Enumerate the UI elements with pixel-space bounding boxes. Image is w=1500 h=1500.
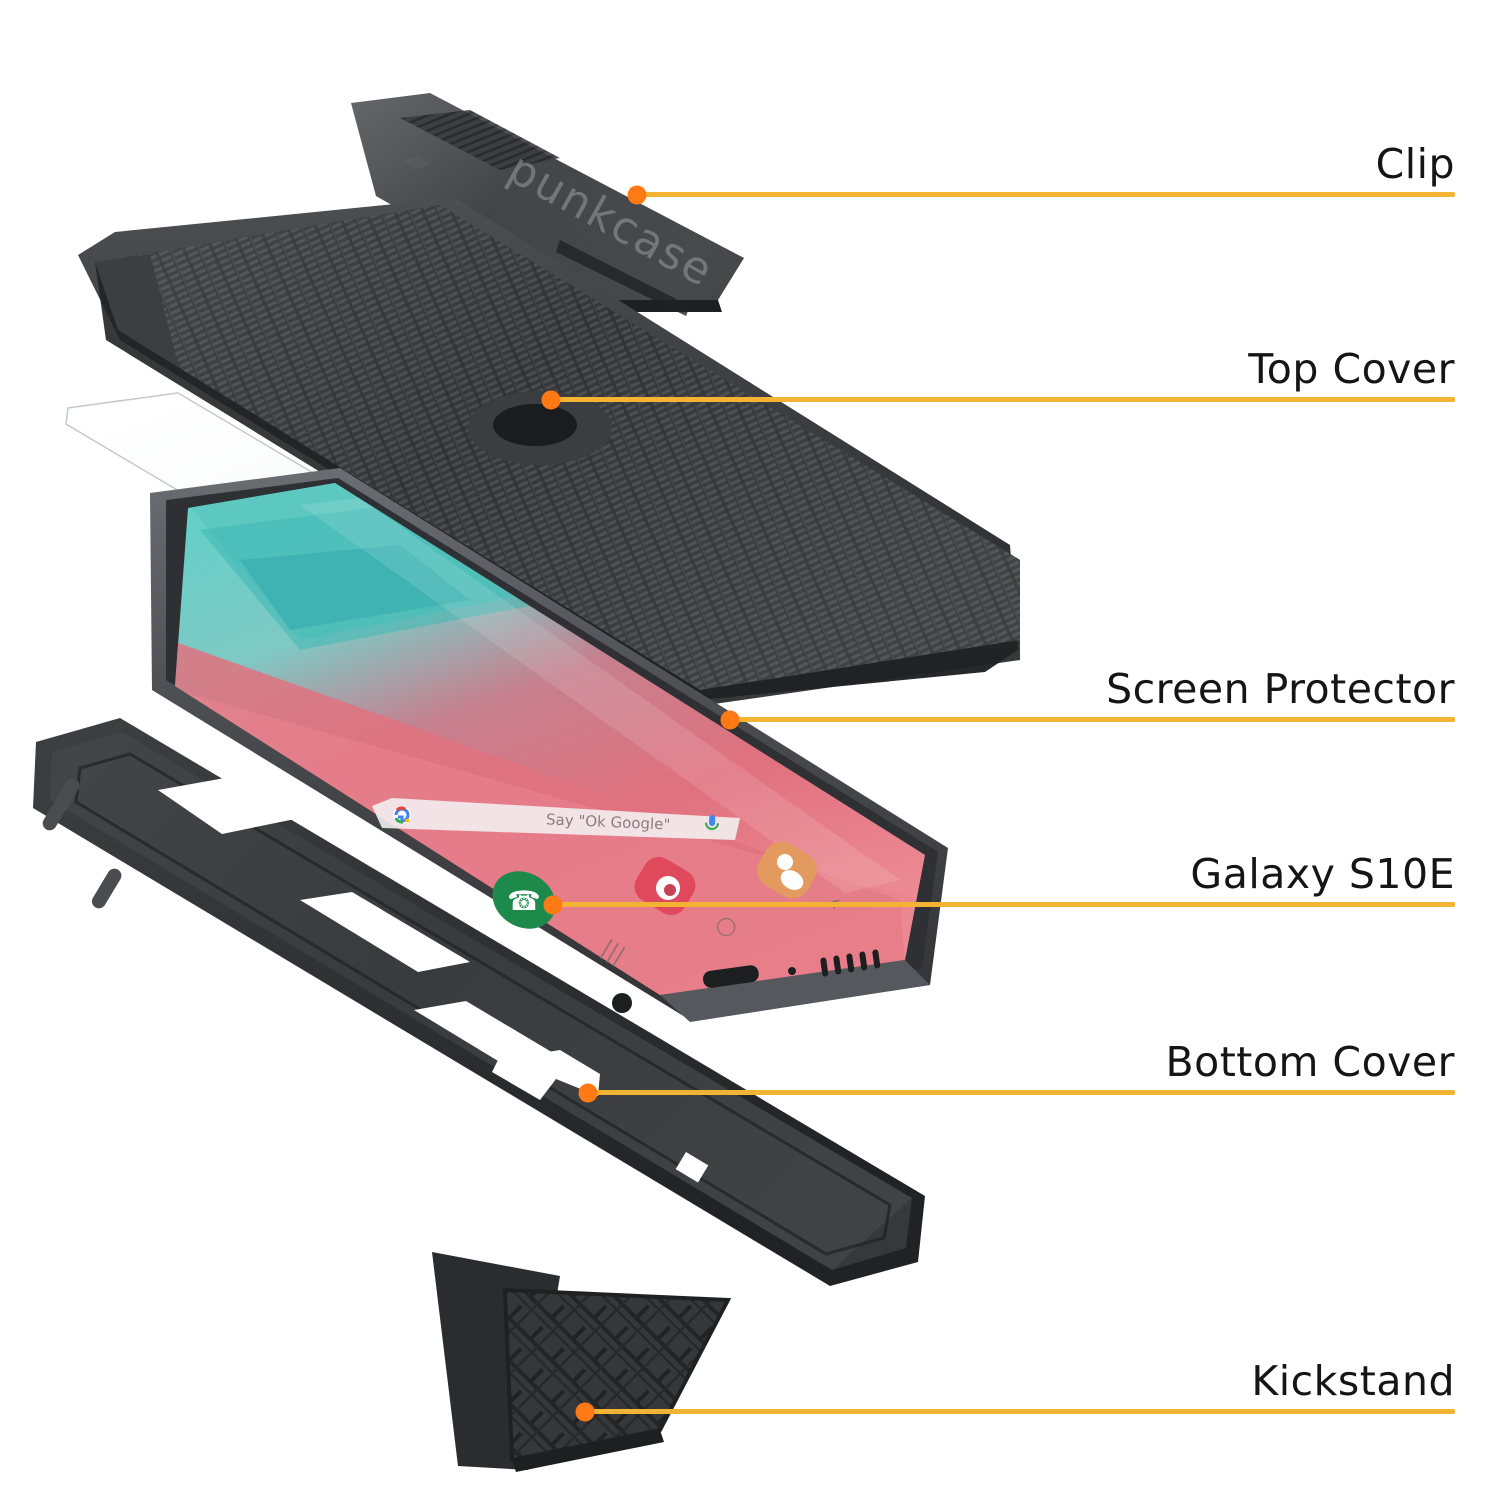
callout-line-screen-protector (730, 717, 1455, 722)
svg-text:☎: ☎ (507, 886, 541, 917)
callout-label-bottom-cover: Bottom Cover (1165, 1038, 1455, 1086)
camera-cutout-icon (468, 391, 612, 465)
callout-dot-top-cover (541, 390, 561, 410)
callout-label-galaxy-s10e: Galaxy S10E (1190, 850, 1455, 898)
phone-dialer-icon[interactable]: ☎ (482, 860, 566, 940)
callout-dot-screen-protector (720, 710, 740, 730)
headphone-jack (612, 993, 632, 1013)
callout-line-kickstand (585, 1409, 1455, 1414)
camera-app-icon[interactable] (629, 851, 702, 921)
callout-label-top-cover: Top Cover (1248, 345, 1455, 393)
google-search-bar[interactable]: Say "Ok Google" (372, 798, 740, 840)
part-kickstand (432, 1252, 732, 1472)
callout-label-kickstand: Kickstand (1251, 1357, 1455, 1405)
microphone-icon[interactable] (705, 815, 720, 830)
microphone-hole (788, 967, 796, 975)
callout-dot-galaxy-s10e (543, 895, 563, 915)
part-galaxy-s10e: Say "Ok Google" ☎ (150, 468, 948, 1022)
kickstand-anchor-hole-right (675, 1152, 709, 1183)
part-bottom-cover (33, 718, 925, 1286)
callout-label-clip: Clip (1375, 140, 1455, 188)
contacts-app-icon[interactable] (751, 835, 824, 905)
callout-label-screen-protector: Screen Protector (1106, 665, 1455, 713)
callout-line-bottom-cover (588, 1090, 1455, 1095)
kickstand-anchor-hole-left (555, 1174, 589, 1205)
usb-c-port (703, 965, 759, 988)
callout-dot-bottom-cover (578, 1083, 598, 1103)
callout-dot-clip (627, 185, 647, 205)
dock-icons: ☎ (482, 835, 824, 940)
search-hint-text: Say "Ok Google" (546, 810, 671, 833)
speaker-grille (820, 949, 881, 977)
callout-dot-kickstand (575, 1402, 595, 1422)
callout-line-top-cover (551, 397, 1455, 402)
callout-line-clip (637, 192, 1455, 197)
callout-line-galaxy-s10e (553, 902, 1455, 907)
